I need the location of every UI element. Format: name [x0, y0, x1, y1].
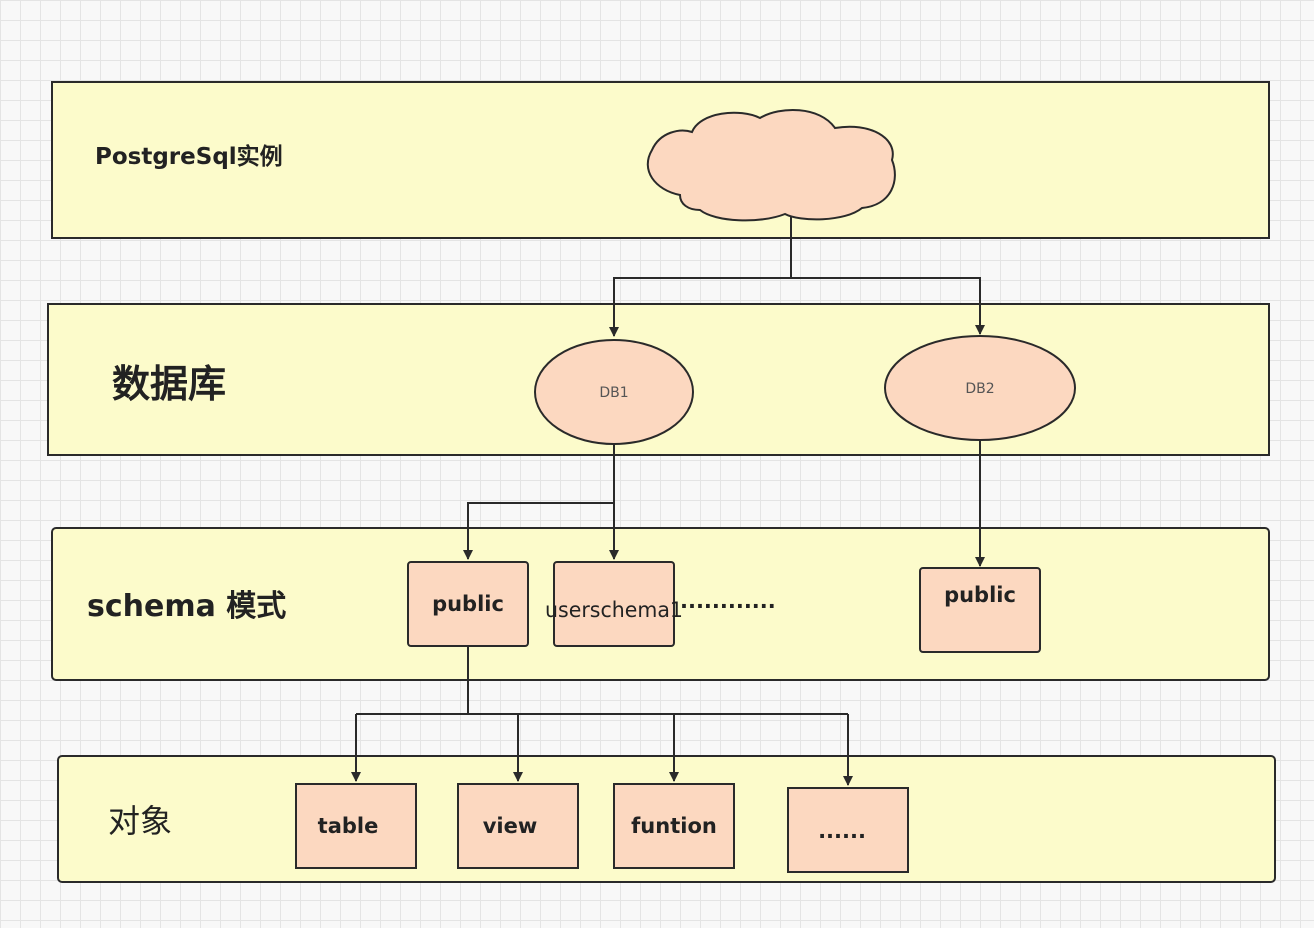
- database-layer-label: 数据库: [112, 362, 226, 406]
- view-object-node: [457, 783, 579, 869]
- table-object-label: table: [318, 814, 379, 838]
- connector-db1-public: [463, 502, 614, 560]
- db2-public-schema-node: [919, 567, 1041, 653]
- more-object-label: ......: [818, 819, 866, 843]
- connectors: [351, 216, 985, 786]
- db1-node: [534, 339, 694, 445]
- instance-layer-label: PostgreSql实例: [95, 143, 283, 170]
- db2-public-schema-label: public: [944, 583, 1016, 607]
- schema-more-ellipsis: ............: [680, 589, 776, 613]
- db1-public-schema-label: public: [432, 592, 504, 616]
- objects-layer-label: 对象: [108, 802, 172, 840]
- db1-public-schema-node: [407, 561, 529, 647]
- view-object-label: view: [483, 814, 538, 838]
- db1-userschema-node: [553, 561, 675, 647]
- instance-cloud-shape: [646, 109, 896, 222]
- schema-layer-label: schema 模式: [87, 589, 286, 624]
- function-object-node: [613, 783, 735, 869]
- connector-cloud-db2: [791, 277, 985, 335]
- function-object-label: funtion: [631, 814, 717, 838]
- db1-label: DB1: [599, 385, 628, 401]
- db1-userschema-label: userschema1: [545, 598, 683, 622]
- table-object-node: [295, 783, 417, 869]
- connector-cloud-db1: [609, 277, 791, 337]
- db2-node: [884, 335, 1076, 441]
- db2-label: DB2: [965, 381, 994, 397]
- more-object-node: [787, 787, 909, 873]
